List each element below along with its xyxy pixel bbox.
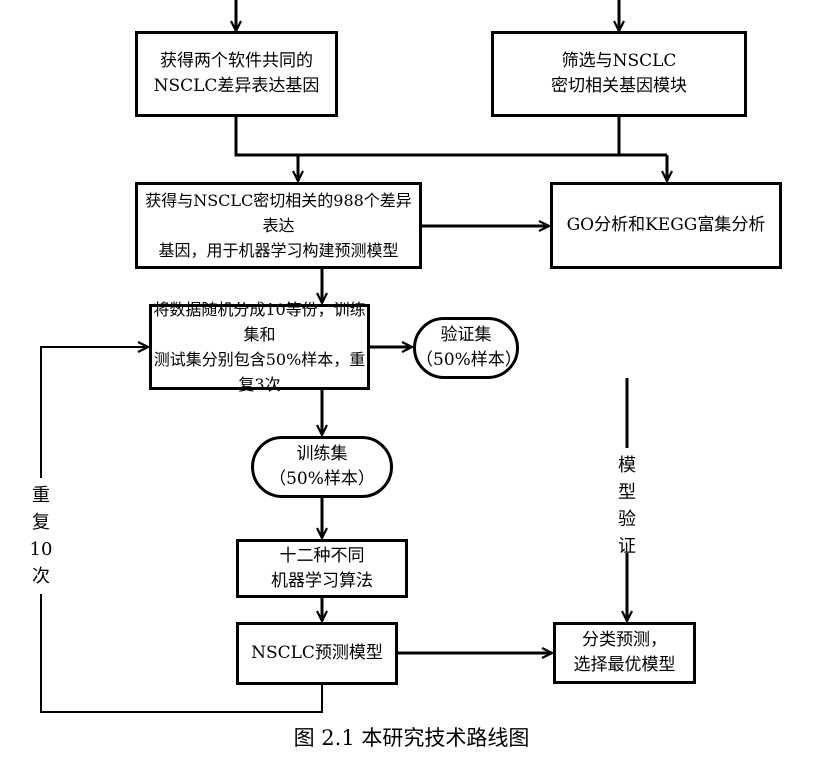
node-common-degs: 获得两个软件共同的 NSCLC差异表达基因 <box>135 31 338 117</box>
node-split-data-text: 将数据随机分成10等份，训练集和 测试集分别包含50%样本，重复3次 <box>153 300 366 394</box>
node-classify-select: 分类预测， 选择最优模型 <box>553 622 696 684</box>
node-gene-modules-text: 筛选与NSCLC 密切相关基因模块 <box>551 51 687 96</box>
label-model-validation: 模 型 验 证 <box>618 455 636 557</box>
figure-caption: 图 2.1 本研究技术路线图 <box>293 726 530 750</box>
node-training-set-text: 训练集 （50%样本） <box>269 444 375 489</box>
node-degs-988: 获得与NSCLC密切相关的988个差异表达 基因，用于机器学习构建预测模型 <box>135 182 422 269</box>
node-gene-modules: 筛选与NSCLC 密切相关基因模块 <box>491 31 747 117</box>
node-degs-988-text: 获得与NSCLC密切相关的988个差异表达 基因，用于机器学习构建预测模型 <box>145 191 412 260</box>
node-prediction-model: NSCLC预测模型 <box>236 622 398 685</box>
node-common-degs-text: 获得两个软件共同的 NSCLC差异表达基因 <box>153 51 320 96</box>
label-repeat-10: 重 复 10 次 <box>29 485 53 587</box>
node-ml-algorithms-text: 十二种不同 机器学习算法 <box>271 545 373 591</box>
arrow-feedback-into-split <box>40 347 148 478</box>
node-prediction-model-text: NSCLC预测模型 <box>251 643 383 663</box>
node-validation-set-text: 验证集 （50%样本） <box>416 325 522 370</box>
connector-common-degs-merge <box>234 117 667 157</box>
connector-feedback-loop <box>40 594 323 713</box>
node-training-set: 训练集 （50%样本） <box>251 436 393 498</box>
node-go-kegg: GO分析和KEGG富集分析 <box>550 182 782 269</box>
node-go-kegg-text: GO分析和KEGG富集分析 <box>566 215 766 235</box>
node-validation-set: 验证集 （50%样本） <box>413 317 522 379</box>
node-classify-select-text: 分类预测， 选择最优模型 <box>573 630 676 675</box>
node-split-data: 将数据随机分成10等份，训练集和 测试集分别包含50%样本，重复3次 <box>149 300 370 394</box>
node-ml-algorithms: 十二种不同 机器学习算法 <box>236 539 408 598</box>
